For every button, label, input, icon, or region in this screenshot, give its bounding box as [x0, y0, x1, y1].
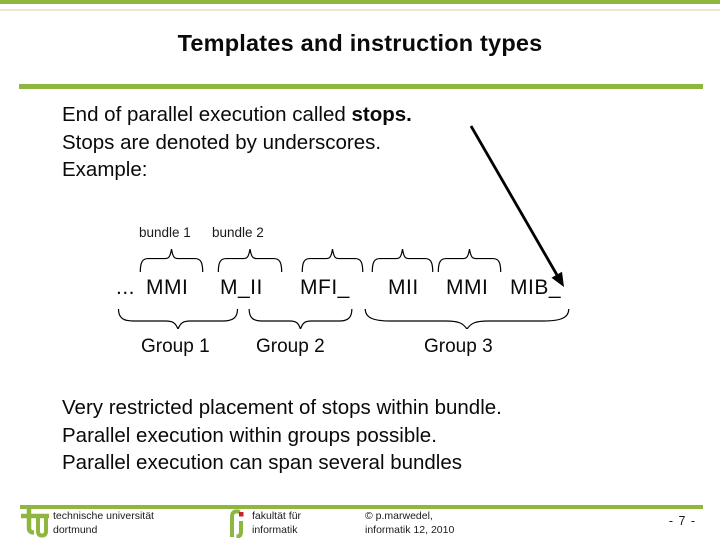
instruction-ellipsis: ... — [116, 276, 136, 299]
summary-paragraph: Very restricted placement of stops withi… — [62, 394, 502, 477]
over-brace-bundle-4 — [371, 249, 434, 272]
group-2-label: Group 2 — [256, 336, 325, 357]
group-3-label: Group 3 — [424, 336, 493, 357]
summary-line-2: Parallel execution within groups possibl… — [62, 423, 437, 447]
copyright-line-1: © p.marwedel, — [365, 510, 433, 522]
tu-dortmund-logo-icon — [21, 506, 49, 538]
group-1-label: Group 1 — [141, 336, 210, 357]
footer-accent-line — [20, 505, 703, 509]
university-name-line-1: technische universität — [53, 510, 154, 522]
over-brace-bundle-1 — [139, 249, 204, 272]
intro-line-2: Stops are denoted by underscores. — [62, 130, 382, 154]
faculty-name-line-2: informatik — [252, 523, 298, 536]
slide-title: Templates and instruction types — [177, 30, 543, 56]
under-brace-group-3 — [361, 309, 573, 329]
university-name-line-2: dortmund — [53, 523, 98, 536]
title-underline — [19, 84, 703, 89]
instruction-mib: MIB_ — [510, 276, 562, 299]
instruction-mmi-2: MMI — [446, 276, 489, 299]
over-brace-bundle-3 — [301, 249, 364, 272]
over-brace-bundle-5 — [437, 249, 502, 272]
intro-paragraph: End of parallel execution called stops. … — [62, 101, 412, 184]
summary-line-3: Parallel execution can span several bund… — [62, 451, 463, 474]
copyright-text: © p.marwedel, informatik 12, 2010 — [365, 510, 454, 537]
instruction-mmi-1: MMI — [146, 276, 189, 299]
faculty-name: fakultät für informatik — [252, 510, 301, 537]
stops-bold-text: stops. — [351, 103, 412, 126]
summary-line-1: Very restricted placement of stops withi… — [62, 396, 502, 419]
fi-faculty-logo-icon — [230, 509, 244, 538]
instruction-mfi: MFI_ — [300, 276, 350, 299]
intro-line-3: Example: — [62, 158, 148, 181]
top-cream-line — [0, 9, 720, 11]
page-number: - 7 - — [668, 514, 697, 528]
faculty-name-line-1: fakultät für — [252, 510, 302, 522]
bundle-1-label: bundle 1 — [139, 225, 191, 240]
top-accent-bar — [0, 0, 720, 4]
under-brace-group-1 — [116, 309, 240, 329]
bundle-2-label: bundle 2 — [212, 225, 264, 240]
intro-line-1: End of parallel execution called stops. — [62, 103, 412, 126]
instruction-m-ii: M_II — [220, 276, 263, 299]
instruction-mii: MII — [388, 276, 419, 299]
under-brace-group-2 — [247, 309, 354, 329]
copyright-line-2: informatik 12, 2010 — [365, 523, 455, 536]
over-brace-bundle-2 — [217, 249, 283, 272]
university-name: technische universität dortmund — [53, 510, 154, 537]
